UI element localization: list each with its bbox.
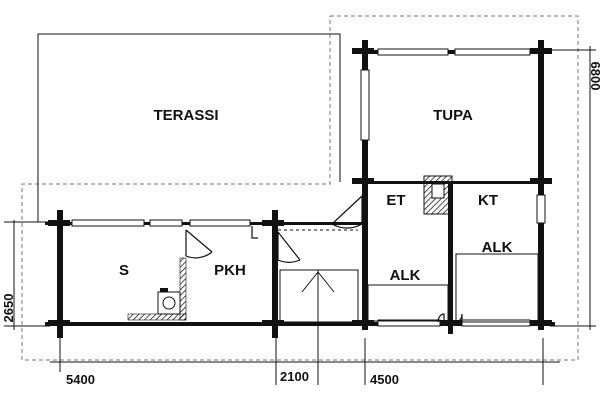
room-label-s: S — [119, 262, 129, 279]
dimension-height-right: 6800 — [588, 62, 600, 91]
room-label-alk-left: ALK — [390, 267, 421, 284]
room-label-kt: KT — [478, 192, 498, 209]
room-label-pkh: PKH — [214, 262, 246, 279]
dimension-height-left: 2650 — [1, 294, 16, 323]
fireplace — [423, 175, 453, 215]
dimension-lines — [4, 46, 596, 385]
sauna-stove — [157, 288, 181, 315]
room-label-et: ET — [386, 192, 405, 209]
dimension-width-middle: 2100 — [280, 369, 309, 384]
stairs — [279, 269, 359, 383]
building-outline — [21, 15, 579, 361]
walls — [45, 40, 555, 338]
room-label-alk-right: ALK — [482, 239, 513, 256]
beds — [367, 253, 539, 323]
partitions — [278, 229, 367, 322]
terrace-outline — [37, 33, 341, 222]
dimension-width-right: 4500 — [370, 372, 399, 387]
dimension-width-left: 5400 — [66, 372, 95, 387]
room-label-tupa: TUPA — [433, 107, 473, 124]
doors — [185, 195, 463, 323]
windows — [71, 48, 546, 327]
room-label-terassi: TERASSI — [153, 107, 218, 124]
